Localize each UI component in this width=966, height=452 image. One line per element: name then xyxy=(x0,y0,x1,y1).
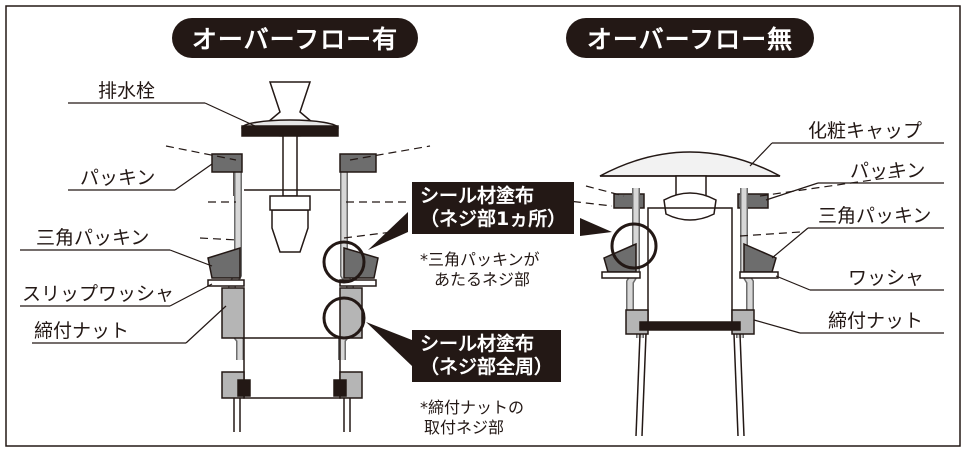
label-nut-left: 締付ナット xyxy=(34,320,130,342)
callout-pointer-2 xyxy=(366,322,412,366)
label-tri-packing-right: 三角パッキン xyxy=(818,205,932,227)
thread-circle-bottom xyxy=(322,296,366,340)
note-nut-thread: *締付ナットの 取付ネジ部 xyxy=(420,398,524,438)
left-assembly xyxy=(207,81,379,432)
note-one-line1: *三角パッキンが xyxy=(420,250,540,269)
label-packing-right: パッキン xyxy=(850,160,926,182)
callout-seal-one-thread: シール材塗布 （ネジ部1ヵ所） xyxy=(412,182,575,234)
callout-seal-all-line2: （ネジ部全周） xyxy=(420,356,554,378)
label-packing-left: パッキン xyxy=(80,167,156,189)
label-slip-washer: スリップワッシャ xyxy=(22,283,175,305)
stopper-knob xyxy=(265,81,315,123)
thread-circle-right xyxy=(610,222,658,270)
header-overflow-no: オーバーフロー無 xyxy=(566,18,814,58)
callout-seal-all-thread: シール材塗布 （ネジ部全周） xyxy=(412,330,562,382)
label-washer: ワッシャ xyxy=(848,267,925,289)
callout-seal-one-line1: シール材塗布 xyxy=(420,185,535,207)
label-cap: 化粧キャップ xyxy=(808,120,923,142)
header-overflow-yes: オーバーフロー有 xyxy=(172,18,418,58)
label-tri-packing-left: 三角パッキン xyxy=(36,227,150,249)
note-all-line2: 取付ネジ部 xyxy=(424,418,505,437)
callout-seal-all-line1: シール材塗布 xyxy=(420,333,535,355)
callout-pointer-1 xyxy=(368,212,408,250)
callout-pointer-3 xyxy=(580,218,612,236)
label-stopper: 排水栓 xyxy=(98,80,156,102)
thread-circle-top xyxy=(322,240,366,284)
label-nut-right: 締付ナット xyxy=(828,310,924,332)
frame xyxy=(5,5,961,447)
right-assembly xyxy=(599,151,781,437)
note-all-line1: *締付ナットの xyxy=(420,398,525,417)
note-one-line2: あたるネジ部 xyxy=(434,270,531,289)
callout-seal-one-line2: （ネジ部1ヵ所） xyxy=(420,208,567,230)
note-tri-packing-thread: *三角パッキンが あたるネジ部 xyxy=(420,250,540,290)
